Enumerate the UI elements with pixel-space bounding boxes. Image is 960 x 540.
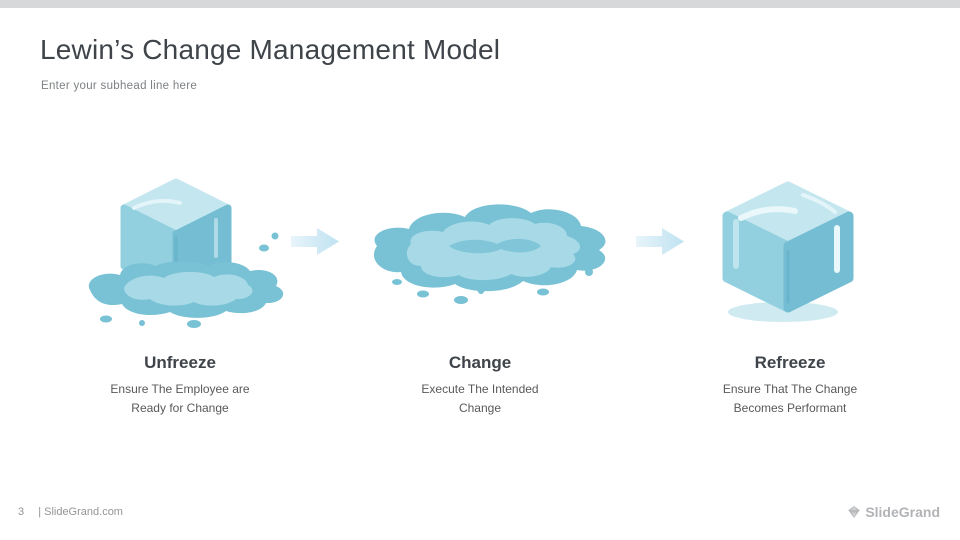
- page-number: 3: [18, 506, 25, 518]
- desc-line: Ready for Change: [131, 401, 229, 415]
- top-accent-bar: [0, 0, 960, 8]
- desc-line: Change: [458, 401, 502, 415]
- desc-line: Execute The Intended: [421, 382, 539, 396]
- brand-name: SlideGrand: [865, 504, 940, 520]
- water-puddle-illustration: [373, 204, 606, 304]
- footer: 3 | SlideGrand.com: [18, 506, 123, 518]
- stage-change-description: Execute The Intended Change: [370, 380, 590, 418]
- slide-subhead: Enter your subhead line here: [41, 80, 198, 92]
- arrow-right-icon: [636, 228, 684, 255]
- melting-ice-cube-illustration: [88, 178, 284, 328]
- stage-change-label: Change: [448, 353, 512, 372]
- brand-logo: SlideGrand: [847, 504, 940, 520]
- stage-unfreeze: Unfreeze Ensure The Employee are Ready f…: [70, 353, 290, 418]
- arrow-right-icon: [291, 228, 339, 255]
- ice-cube-illustration: [722, 181, 854, 322]
- stage-refreeze: Refreeze Ensure That The Change Becomes …: [680, 353, 900, 418]
- desc-line: Ensure That The Change: [722, 382, 858, 396]
- stage-unfreeze-description: Ensure The Employee are Ready for Change: [70, 380, 290, 418]
- desc-line: Becomes Performant: [733, 401, 847, 415]
- brand-gem-icon: [848, 505, 860, 519]
- desc-line: Ensure The Employee are: [110, 382, 250, 396]
- stage-refreeze-description: Ensure That The Change Becomes Performan…: [680, 380, 900, 418]
- footer-site-text: | SlideGrand.com: [38, 506, 123, 518]
- stage-unfreeze-label: Unfreeze: [144, 353, 216, 372]
- slide-title: Lewin’s Change Management Model: [40, 34, 501, 65]
- stage-refreeze-label: Refreeze: [754, 353, 826, 372]
- stage-change: Change Execute The Intended Change: [370, 353, 590, 418]
